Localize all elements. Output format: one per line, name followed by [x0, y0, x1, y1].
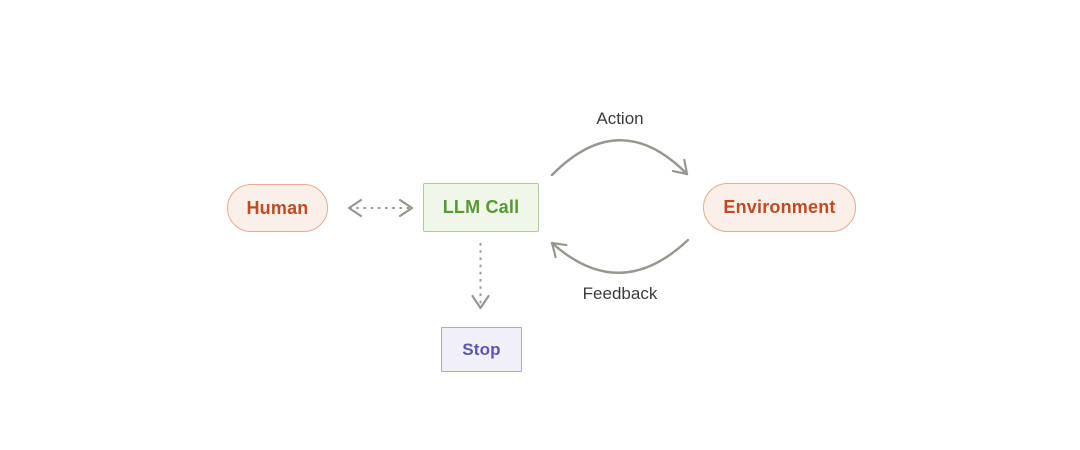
node-environment: Environment [703, 183, 856, 232]
node-human: Human [227, 184, 328, 232]
action-edge-label: Action [596, 109, 644, 128]
feedback-arrow [550, 238, 690, 274]
node-environment-label: Environment [723, 197, 836, 217]
feedback-edge-label: Feedback [582, 284, 658, 303]
node-llm-call-label: LLM Call [442, 197, 520, 217]
node-stop-label: Stop [462, 339, 501, 359]
node-stop: Stop [441, 327, 522, 372]
node-llm-call: LLM Call [423, 183, 539, 232]
action-arrow [550, 139, 689, 177]
node-human-label: Human [246, 197, 309, 218]
